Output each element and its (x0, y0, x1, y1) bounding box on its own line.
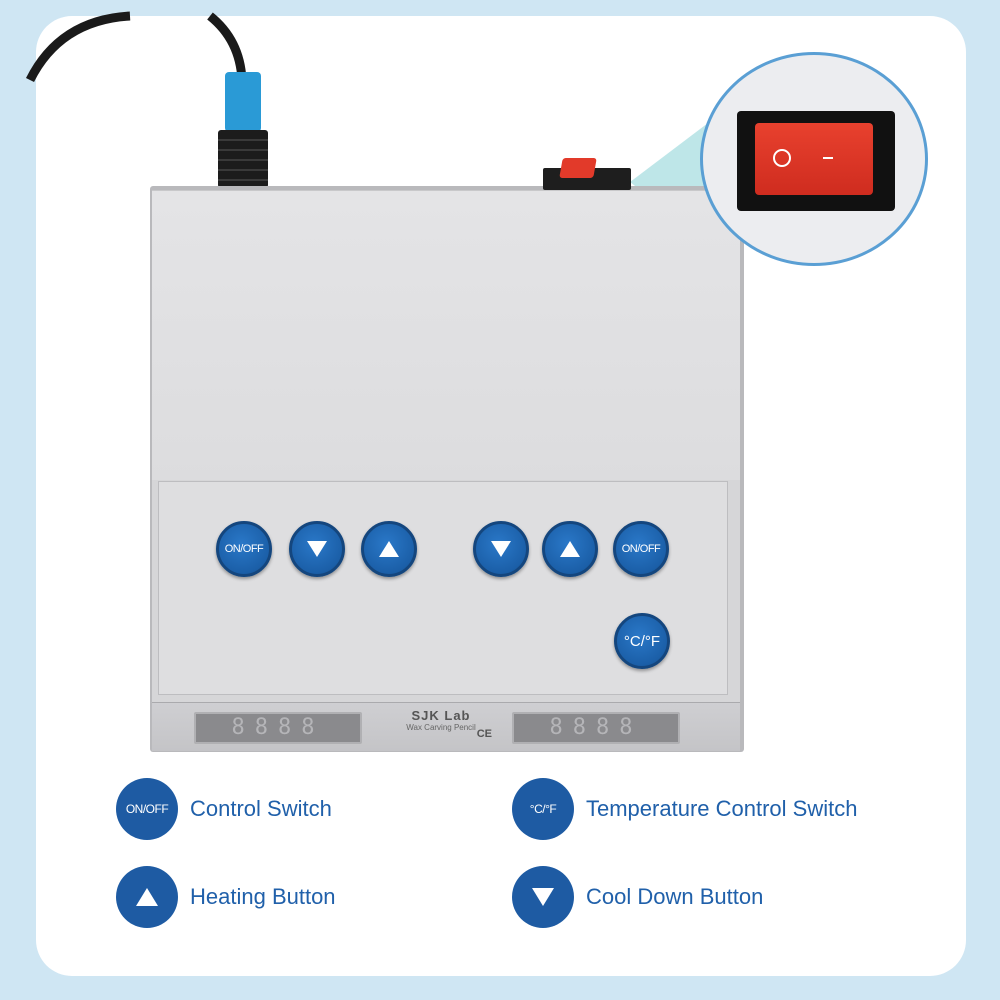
unit-toggle-button[interactable]: °C/°F (614, 613, 670, 669)
legend-label-cool-down: Cool Down Button (586, 884, 764, 909)
heating-arrow (136, 888, 158, 906)
on-off-icon: ON/OFF (116, 778, 178, 840)
left-on-off-label: ON/OFF (224, 543, 264, 555)
triangle-down-icon (491, 541, 511, 557)
brand-label: SJK Lab Wax Carving Pencil CE (382, 708, 500, 740)
triangle-up-icon (116, 866, 178, 928)
triangle-down-icon (307, 541, 327, 557)
left-down-button[interactable] (289, 521, 345, 577)
legend-cf-text: °C/°F (529, 802, 557, 816)
power-rocker-switch[interactable] (543, 158, 631, 190)
ce-mark: CE (476, 728, 492, 740)
legend-on-off-text: ON/OFF (125, 802, 169, 816)
model-name: Wax Carving Pencil (406, 723, 476, 732)
triangle-up-icon (560, 541, 580, 557)
legend-label-temperature-control: Temperature Control Switch (586, 796, 858, 821)
right-up-button[interactable] (542, 521, 598, 577)
rocker-paddle (559, 158, 597, 178)
left-on-off-button[interactable]: ON/OFF (216, 521, 272, 577)
legend-label-control-switch: Control Switch (190, 796, 332, 821)
legend-control-switch: ON/OFF Control Switch (116, 778, 332, 840)
left-up-button[interactable] (361, 521, 417, 577)
triangle-down-icon (512, 866, 574, 928)
legend-cool-down: Cool Down Button (512, 866, 763, 928)
left-temperature-display: 8888 (194, 712, 362, 744)
off-symbol-icon (773, 149, 791, 167)
cool-down-arrow (532, 888, 554, 906)
right-temperature-display: 8888 (512, 712, 680, 744)
brand-name: SJK Lab (411, 708, 471, 723)
celsius-fahrenheit-icon: °C/°F (512, 778, 574, 840)
right-down-button[interactable] (473, 521, 529, 577)
right-on-off-label: ON/OFF (621, 543, 661, 555)
unit-toggle-label: °C/°F (623, 632, 661, 650)
switch-zoom-callout (700, 52, 928, 266)
legend-temperature-control: °C/°F Temperature Control Switch (512, 778, 857, 840)
legend-heating: Heating Button (116, 866, 336, 928)
legend-label-heating: Heating Button (190, 884, 336, 909)
triangle-up-icon (379, 541, 399, 557)
device-top-surface (152, 190, 740, 491)
right-on-off-button[interactable]: ON/OFF (613, 521, 669, 577)
on-symbol-icon (823, 157, 833, 159)
